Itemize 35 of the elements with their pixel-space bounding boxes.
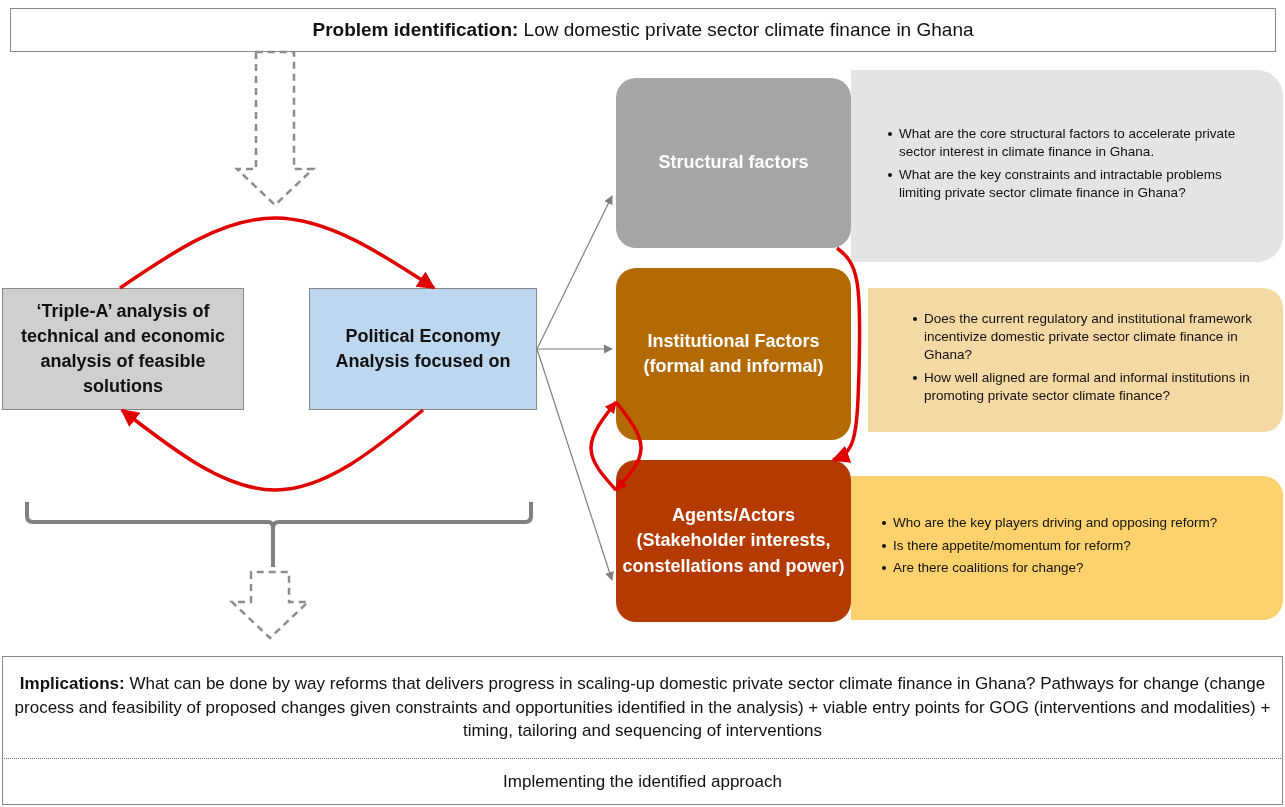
analysis-box xyxy=(309,288,537,410)
implications-statement xyxy=(2,656,1283,759)
question-panel xyxy=(851,70,1283,262)
curved-arrow xyxy=(614,400,643,492)
approach-statement xyxy=(2,759,1283,805)
question-text: Is there appetite/momentum for reform? xyxy=(893,537,1131,553)
statement-text: Implications: What can be done by way reforms that delivers progress in scaling-up domestic private sector climate finance in Ghana? Pathways for change (change process and feasibility of proposed changes given constraints and opportunities identified in the analysis) + viable entry points for GOG (interventions and modalities) + timing, tailoring and sequencing of interventions xyxy=(13,672,1272,743)
curved-arrow xyxy=(119,216,436,290)
question-text: Are there coalitions for change? xyxy=(893,560,1084,576)
box-label: ‘Triple-A’ analysis of technical and economic analysis of feasible solutions xyxy=(19,299,227,399)
question-panel xyxy=(851,476,1283,620)
problem-statement xyxy=(10,8,1276,52)
box-label: Agents/Actors (Stakeholder interests, constellations and power) xyxy=(622,504,845,578)
question-text: What are the key constraints and intractable problems limiting private sector climate finance in Ghana? xyxy=(899,167,1222,200)
question-text: Who are the key players driving and opposing reform? xyxy=(893,514,1218,530)
box-label: Institutional Factors (formal and informal) xyxy=(642,329,825,378)
curved-arrow xyxy=(589,400,618,492)
arrow xyxy=(536,344,613,354)
box-label: Implementing the identified approach xyxy=(503,770,782,793)
statement-text: Problem identification: Low domestic private sector climate finance in Ghana xyxy=(312,17,974,42)
arrow xyxy=(536,195,613,350)
question-text: How well aligned are formal and informal institutions in promoting private sector climate finance? xyxy=(924,369,1250,403)
question-text: Does the current regulatory and institutional framework incentivize domestic private sector climate finance in Ghana? xyxy=(924,311,1252,363)
question-text: What are the core structural factors to accelerate private sector interest in climate finance in Ghana. xyxy=(899,126,1236,160)
arrow xyxy=(536,348,614,581)
factor-box xyxy=(616,460,851,622)
factor-box xyxy=(616,78,851,248)
question-panel xyxy=(868,288,1283,432)
analysis-box xyxy=(2,288,244,410)
curved-arrow xyxy=(120,408,425,492)
box-label: Political Economy Analysis focused on xyxy=(334,324,512,373)
curved-arrow xyxy=(831,246,862,463)
factor-box xyxy=(616,268,851,440)
hollow-arrow xyxy=(233,50,317,207)
box-label: Structural factors xyxy=(658,151,809,175)
